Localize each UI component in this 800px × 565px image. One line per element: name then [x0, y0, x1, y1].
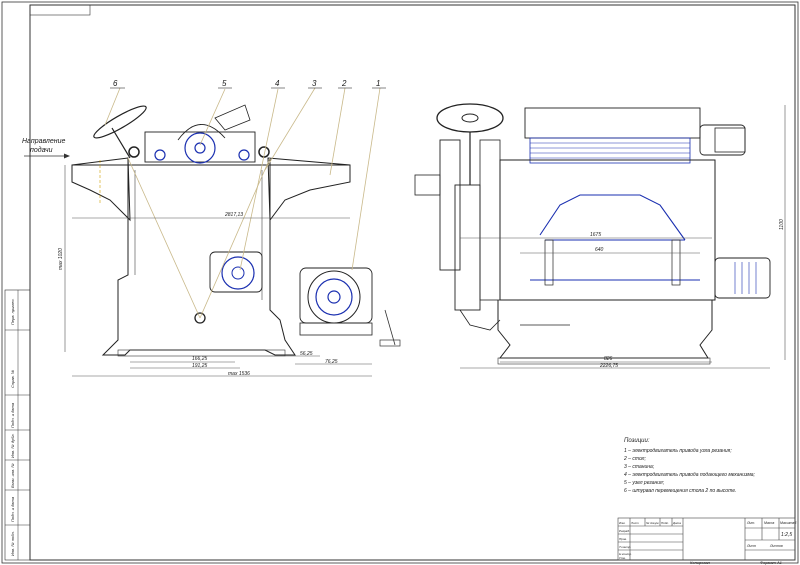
feed-direction: Направление подачи: [22, 138, 70, 159]
tb-role-3: Т.контр.: [619, 545, 631, 549]
tb-row-list: Лист: [630, 521, 639, 525]
tb-sheets: Листов: [769, 544, 783, 548]
left-view: [71, 104, 401, 357]
callout-leaders: [104, 87, 386, 319]
stamp-label-6: Подп. и дата: [10, 496, 15, 522]
legend-item-1: 1 – электродвигатель привода узла резани…: [624, 448, 732, 454]
right-motor: [714, 257, 771, 299]
tb-mass: Масса: [764, 521, 774, 525]
stamp-label-3: Подп. и дата: [10, 402, 15, 428]
right-view: [414, 103, 771, 365]
tb-role-4: Н.контр.: [619, 552, 632, 556]
legend-item-2: 2 – стол;: [623, 456, 646, 462]
tb-role-2: Пров.: [619, 537, 627, 541]
dim-640: 640: [595, 247, 604, 253]
tb-lit: Лит.: [746, 521, 755, 525]
dim-max-height: max 1020: [58, 248, 64, 270]
legend-item-5: 5 – узел резания;: [624, 480, 665, 486]
legend-item-3: 3 – станина;: [624, 464, 655, 470]
tb-sheet: Лист: [746, 544, 756, 548]
tb-format: Формат А1: [760, 560, 782, 565]
cutter-drum: [184, 132, 216, 164]
callout-6: 6: [113, 79, 118, 88]
right-handwheel: [436, 103, 504, 133]
table-right-wing: [267, 157, 351, 222]
stamp-label-1: Перв. примен.: [10, 298, 15, 325]
tb-copied: Копировал: [690, 560, 711, 565]
frame-outline: [101, 158, 296, 356]
tb-scale-value: 1:2,5: [781, 532, 792, 538]
stamp-label-4: Инв. № дубл.: [10, 433, 15, 458]
inner-frame: [29, 4, 796, 561]
feed-arrow-head: [64, 153, 70, 159]
stamp-label-2: Справ. №: [10, 369, 15, 388]
feed-direction-line1: Направление: [22, 138, 66, 145]
tb-role-1: Разраб.: [619, 529, 630, 533]
stamp-label-7: Инв. № подл.: [10, 531, 15, 556]
feed-direction-line2: подачи: [30, 146, 53, 154]
dim-1675: 1675: [590, 232, 601, 238]
dim-b: 191,25: [192, 363, 208, 369]
tb-row-doc: № докум.: [646, 521, 659, 525]
dim-2226: 2226,75: [599, 363, 618, 369]
callout-4: 4: [275, 79, 280, 88]
right-cutting-head: [524, 107, 701, 139]
left-dimensions: 2817,13 max 1020 166,25 191,25 56,25 76,…: [58, 165, 372, 377]
legend-heading: Позиции:: [624, 438, 650, 444]
handwheel: [93, 105, 147, 139]
tb-scale-label: Масштаб: [780, 521, 797, 525]
feed-motor: [209, 251, 263, 293]
cutting-unit-housing: [144, 131, 256, 163]
table-left-wing: [71, 157, 131, 222]
dim-1100: 1100: [779, 219, 785, 230]
legend: Позиции: 1 – электродвигатель привода уз…: [623, 438, 756, 494]
side-stamp: Перв. примен. Справ. № Подп. и дата Инв.…: [4, 289, 31, 561]
tb-role-5: Утв.: [619, 556, 626, 560]
callout-numbers: 6 5 4 3 2 1: [113, 79, 380, 88]
frame-base: [117, 349, 286, 357]
dim-table-width: 2817,13: [224, 212, 243, 218]
dim-826: 826: [604, 356, 613, 362]
callout-3: 3: [312, 79, 317, 88]
callout-2: 2: [341, 79, 347, 88]
dim-d: 76,25: [325, 359, 338, 365]
stamp-label-5: Взам. инв. №: [10, 463, 15, 488]
right-dimensions: 1675 640 1100 826 2226,75: [460, 105, 786, 369]
tb-row-sign: Подп.: [661, 521, 669, 525]
dim-total-length: max 1536: [228, 371, 250, 377]
right-frame-body: [499, 159, 716, 301]
callout-1: 1: [376, 79, 380, 88]
callout-5: 5: [222, 79, 227, 88]
tb-row-izm: Изм.: [619, 521, 626, 525]
top-stamp-box: [29, 4, 91, 16]
legend-item-4: 4 – электродвигатель привода подающего м…: [624, 472, 756, 478]
tb-row-date: Дата: [672, 521, 681, 525]
dim-a: 166,25: [192, 356, 208, 362]
dim-c: 56,25: [300, 351, 313, 357]
title-block: Изм. Лист № докум. Подп. Дата Разраб. Пр…: [617, 517, 797, 565]
legend-item-6: 6 – штурвал перемещения стола 2 по высот…: [624, 488, 736, 494]
